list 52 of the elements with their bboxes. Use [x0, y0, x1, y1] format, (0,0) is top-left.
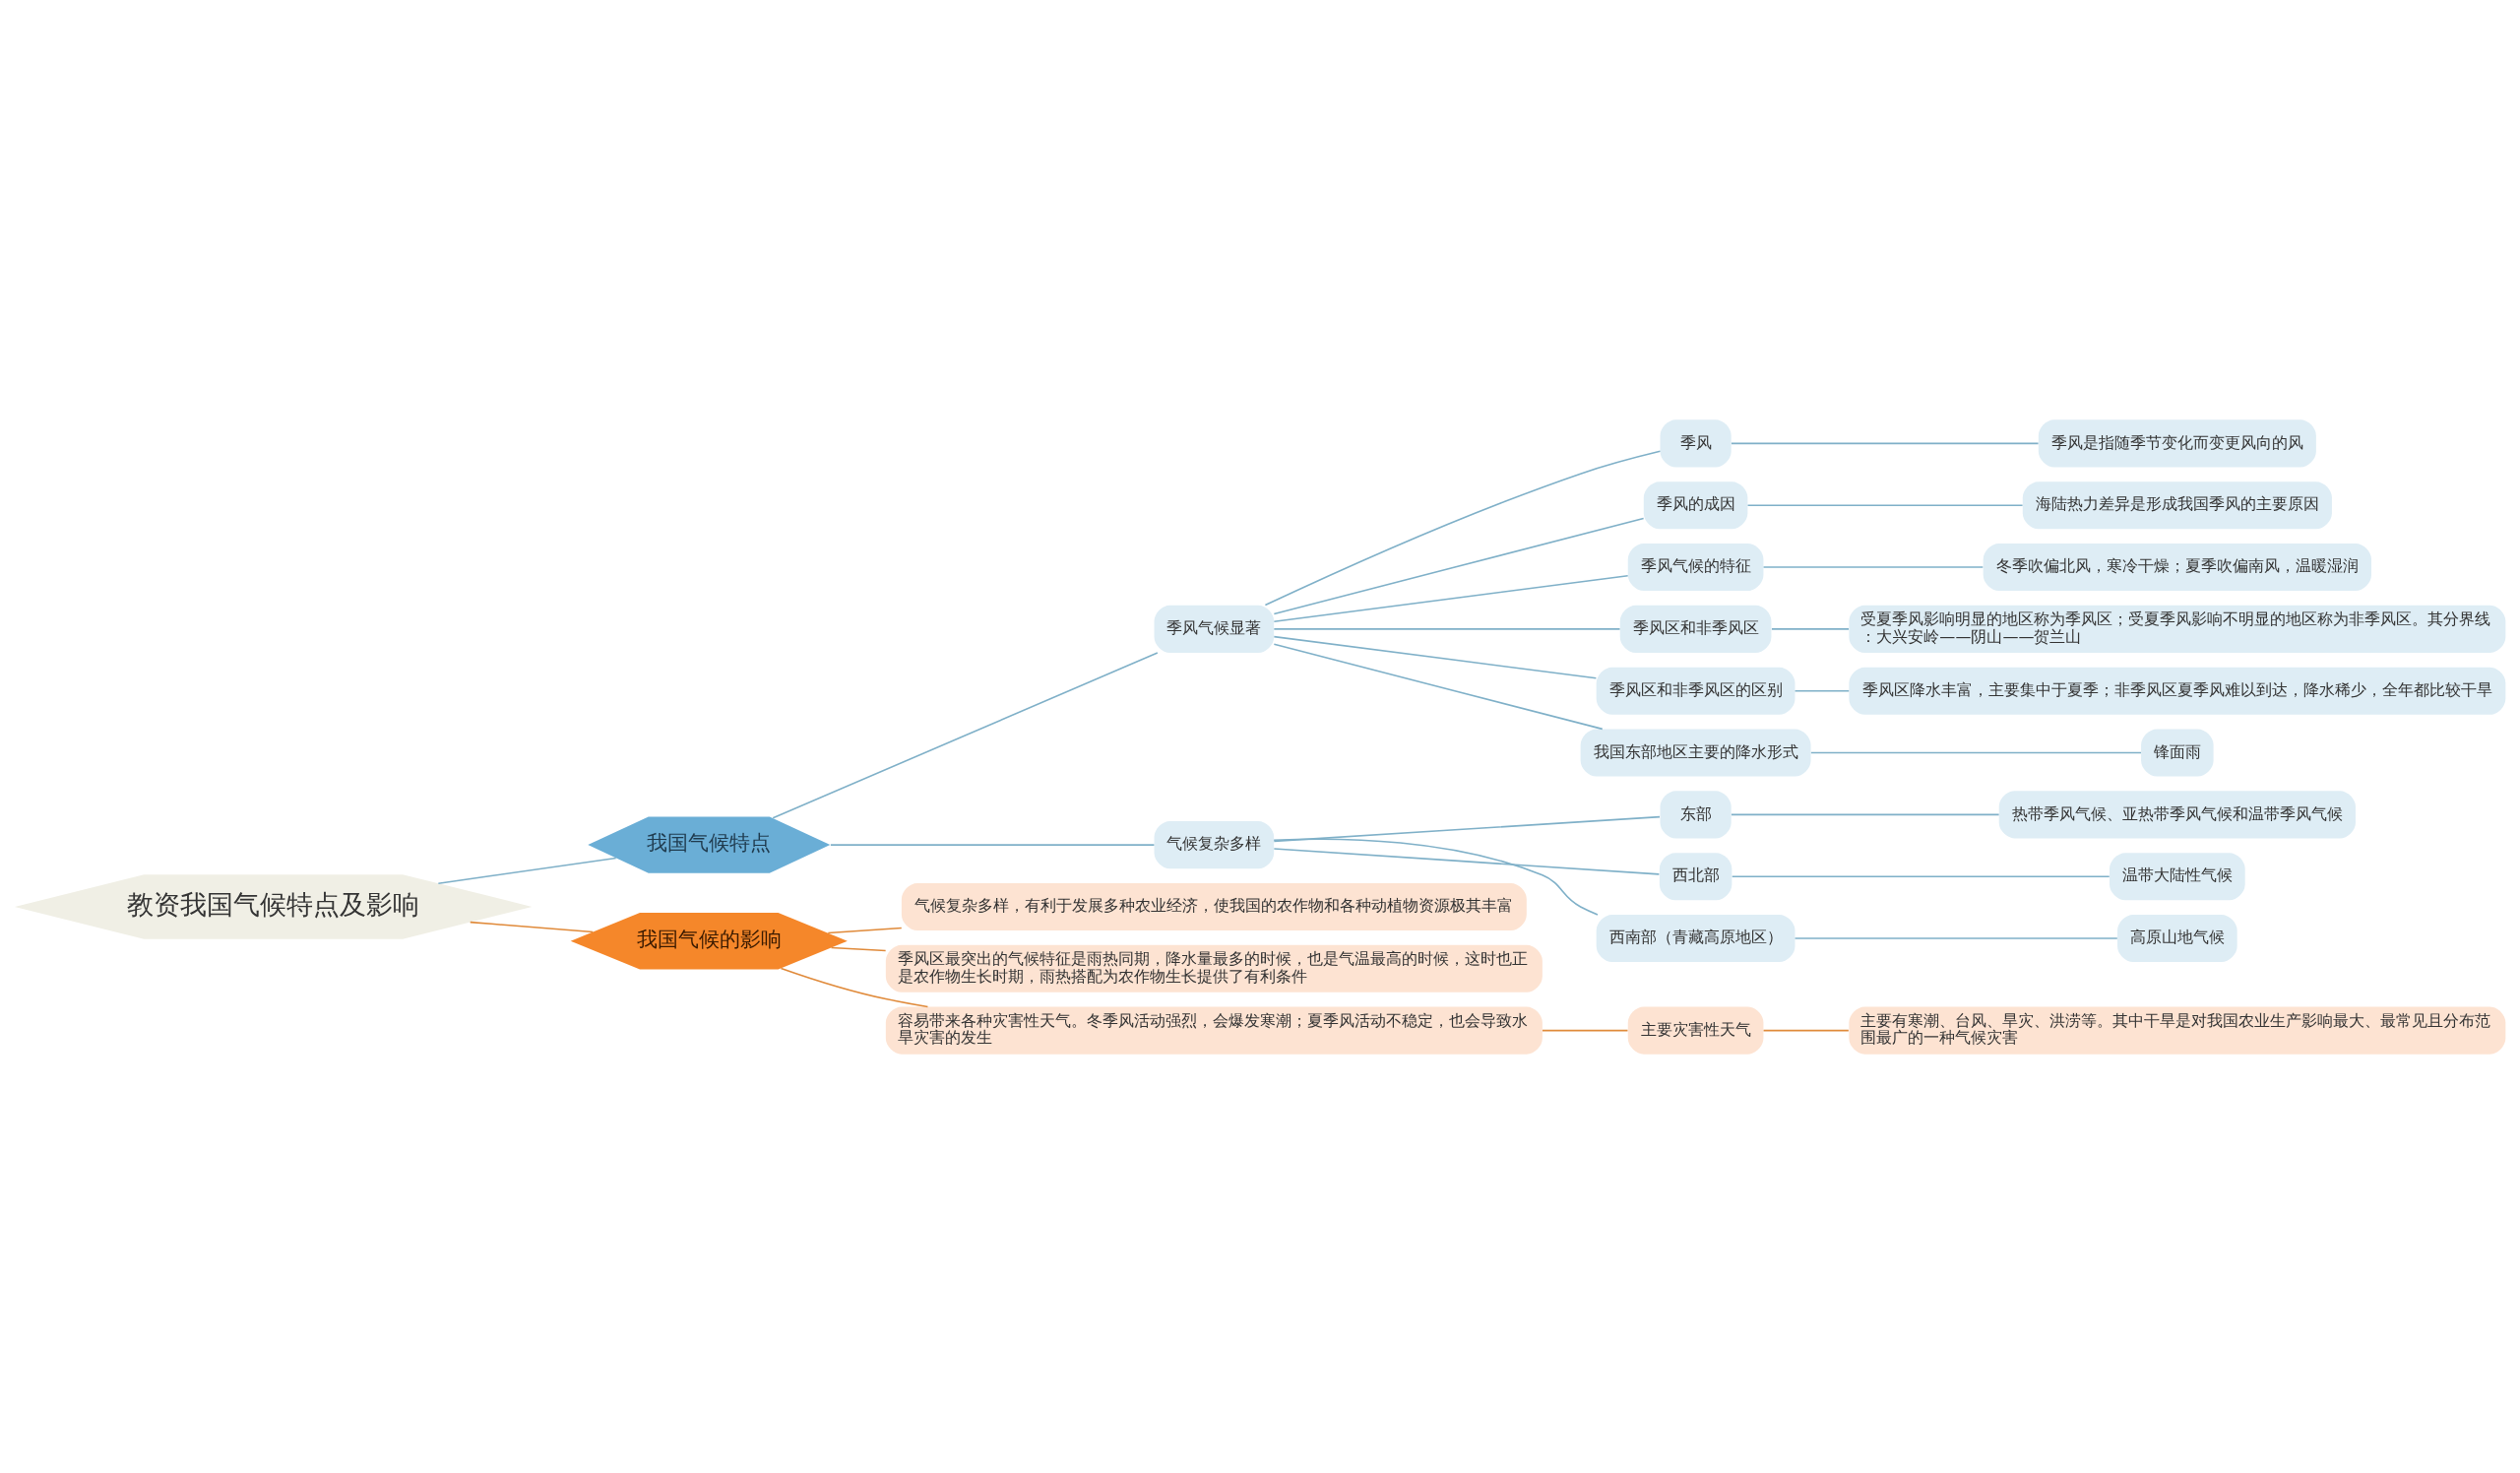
node-box: 季风气候显著	[1154, 605, 1275, 653]
node-box: 热带季风气候、亚热带季风气候和温带季风气候	[1998, 790, 2356, 838]
node-box: 海陆热力差异是形成我国季风的主要原因	[2022, 480, 2332, 529]
node-box: 西北部	[1659, 852, 1732, 900]
node-box: 季风是指随季节变化而变更风向的风	[2038, 418, 2316, 467]
connector	[1542, 1029, 1629, 1031]
connector	[1273, 847, 1661, 875]
connector	[1762, 1029, 1850, 1031]
connector	[1273, 635, 1598, 679]
node-box: 季风区和非季风区的区别	[1596, 667, 1796, 715]
connector	[772, 651, 1159, 819]
connector	[1731, 442, 2040, 444]
node-box: 西南部（青藏高原地区）	[1596, 914, 1796, 962]
connector	[1273, 837, 1599, 916]
node-box: 受夏季风影响明显的地区称为季风区；受夏季风影响不明显的地区称为非季风区。其分界线：大兴安岭——阴山——贺兰山	[1849, 605, 2506, 653]
connector	[830, 843, 1156, 846]
node-box: 锋面雨	[2141, 729, 2214, 777]
node-box: 季风区和非季风区	[1619, 605, 1772, 653]
node-box: 季风区最突出的气候特征是雨热同期，降水量最多的时候，也是气温最高的时候，这时也正是农作物生长时期，雨热搭配为农作物生长提供了有利条件	[885, 944, 1543, 993]
node-box: 高原山地气候	[2117, 914, 2237, 962]
node-box: 我国东部地区主要的降水形式	[1580, 729, 1811, 777]
connector	[1771, 627, 1850, 630]
node-box: 容易带来各种灾害性天气。冬季风活动强烈，会爆发寒潮；夏季风活动不稳定，也会导致水旱灾害的发生	[885, 1006, 1543, 1055]
node-box: 东部	[1660, 790, 1732, 838]
node-box: 气候复杂多样	[1154, 820, 1275, 868]
connector	[1273, 627, 1621, 630]
node-box: 主要灾害性天气	[1627, 1006, 1764, 1055]
connector	[1794, 936, 2118, 939]
node-box: 冬季吹偏北风，寒冷干燥；夏季吹偏南风，温暖湿润	[1983, 543, 2371, 591]
connector	[437, 857, 617, 884]
node-box: 气候复杂多样，有利于发展多种农业经济，使我国的农作物和各种动植物资源极其丰富	[901, 882, 1527, 930]
node-box: 季风气候的特征	[1627, 543, 1764, 591]
connector	[780, 967, 929, 1007]
node-box: 主要有寒潮、台风、旱灾、洪涝等。其中干旱是对我国农业生产影响最大、最常见且分布范围最广的一种气候灾害	[1849, 1006, 2506, 1055]
node-box: 季风区降水丰富，主要集中于夏季；非季风区夏季风难以到达，降水稀少，全年都比较干旱	[1849, 667, 2506, 715]
connector	[827, 927, 903, 933]
node-box: 温带大陆性气候	[2110, 852, 2245, 900]
connector	[1273, 574, 1629, 622]
connector	[1731, 874, 2110, 877]
connector	[1810, 751, 2142, 753]
node-box: 季风	[1660, 418, 1732, 467]
connector	[1273, 643, 1604, 730]
connector	[469, 921, 595, 932]
connector	[1273, 815, 1661, 842]
connector	[1746, 503, 2024, 506]
connector	[1731, 813, 2000, 815]
connector	[1762, 565, 1984, 568]
connector	[1273, 517, 1645, 614]
connector	[1264, 450, 1662, 606]
connector	[1794, 689, 1850, 691]
connector	[830, 946, 887, 951]
node-box: 季风的成因	[1643, 480, 1748, 529]
